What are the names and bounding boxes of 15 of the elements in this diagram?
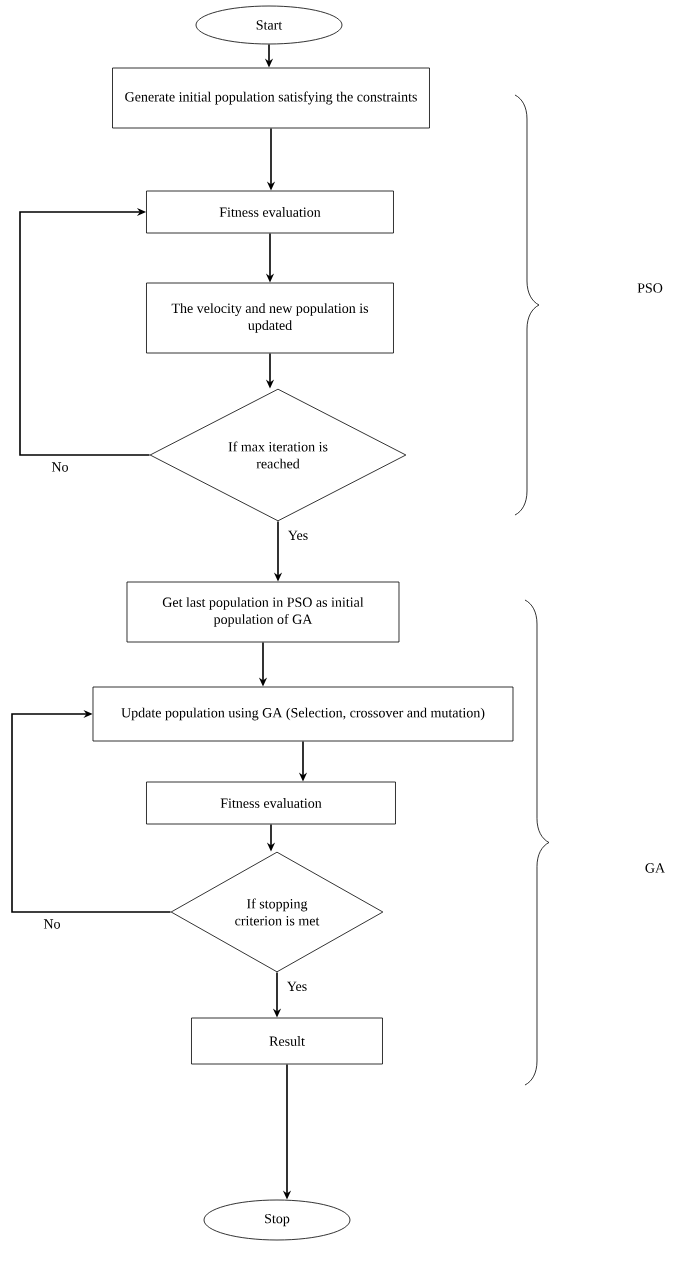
process-box: Get last population in PSO as initial population of GA — [126, 581, 400, 643]
process-box: Fitness evaluation — [146, 781, 396, 825]
arrow — [11, 709, 172, 913]
process-box: Update population using GA (Selection, crossover and mutation) — [92, 686, 514, 742]
process-box: Fitness evaluation — [146, 190, 394, 234]
edge-label: No — [51, 462, 68, 472]
edge-label: No — [43, 919, 60, 929]
group-label: GA — [645, 863, 665, 873]
arrow — [19, 207, 151, 456]
group-label: PSO — [637, 283, 663, 293]
edge-label: Yes — [286, 981, 307, 992]
edge-label: Yes — [287, 530, 308, 541]
process-box: The velocity and new population is updated — [146, 282, 394, 354]
process-box: Generate initial population satisfying the constraints — [112, 67, 430, 129]
process-box: Result — [191, 1017, 383, 1065]
